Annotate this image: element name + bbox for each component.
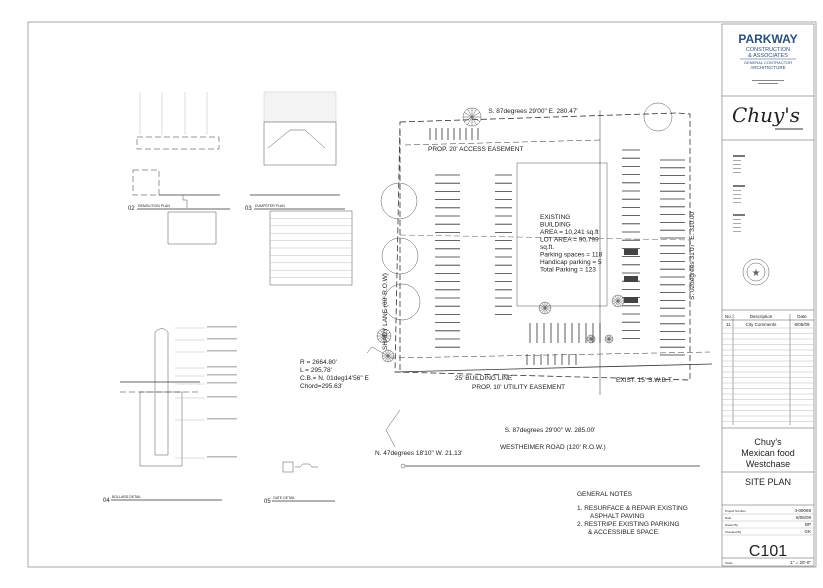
svg-text:11: 11: [726, 322, 731, 327]
svg-text:2. RESTRIPE EXISTING PARKING: 2. RESTRIPE EXISTING PARKING: [577, 521, 679, 528]
svg-text:GENERAL NOTES: GENERAL NOTES: [577, 491, 633, 498]
tree-icon: [538, 301, 552, 315]
sheet-border: [27, 21, 817, 568]
svg-text:PARKWAY: PARKWAY: [738, 32, 797, 46]
building-info-line: Handicap parking = 5: [540, 259, 602, 266]
svg-text:CONSTRUCTION: CONSTRUCTION: [746, 47, 790, 53]
utility-easement-label: PROP. 10' UTILITY EASEMENT: [472, 384, 565, 391]
info-value: GK: [804, 529, 811, 534]
revision-table: No. Description Date 11 City Comments 8/…: [722, 314, 814, 429]
svg-text:8/05/09: 8/05/09: [794, 322, 810, 327]
svg-text:& ASSOCIATES: & ASSOCIATES: [748, 53, 788, 59]
tree-icon: [611, 294, 625, 308]
svg-text:No.: No.: [725, 314, 732, 319]
svg-text:03: 03: [245, 206, 252, 212]
svg-text:GENERAL CONTRACTOR: GENERAL CONTRACTOR: [744, 60, 792, 65]
svg-text:04: 04: [103, 498, 110, 504]
general-notes: GENERAL NOTES 1. RESURFACE & REPAIR EXIS…: [577, 491, 688, 536]
engineer-seal-icon: ★: [742, 258, 770, 286]
west-street-label: SHADY LANE (60' R.O.W): [382, 273, 389, 350]
building-info-line: EXISTING: [540, 214, 570, 221]
tree-icon: [380, 182, 418, 220]
info-label: Checked By: [725, 530, 742, 534]
svg-text:R = 2664.80': R = 2664.80': [300, 359, 337, 366]
access-easement-label: PROP. 20' ACCESS EASEMENT: [428, 146, 523, 153]
property-boundary: [394, 112, 691, 381]
svg-text:DEMOLITION PLAN: DEMOLITION PLAN: [138, 204, 170, 208]
client-logo: Chuy's: [732, 103, 803, 130]
info-label: Date: [725, 516, 732, 520]
svg-text:02: 02: [128, 206, 135, 212]
handicap-spaces: [624, 249, 638, 303]
building-info-line: BUILDING: [540, 222, 571, 229]
project-name: Mexican food: [741, 448, 795, 458]
building-line-label: 25' BUILDING LINE: [455, 375, 513, 382]
south-street-label: WESTHEIMER ROAD (120' R.O.W.): [500, 444, 606, 451]
svg-text:GATE DETAIL: GATE DETAIL: [273, 496, 295, 500]
east-bearing: S. 02degrees 31'07" E. 310.00': [689, 211, 696, 300]
svg-text:City Comments: City Comments: [746, 322, 778, 327]
sheet-number: C101: [749, 543, 787, 560]
svg-text:BOLLARD DETAIL: BOLLARD DETAIL: [112, 495, 141, 499]
tree-icon: [643, 102, 673, 132]
building-info-line: LOT AREA = 90,799: [540, 237, 599, 244]
building-info-line: AREA = 10,241 sq.ft: [540, 229, 599, 236]
tree-icon: [376, 328, 392, 344]
curve-data: R = 2664.80' L = 295.78' C.B.= N. 01deg1…: [300, 359, 369, 390]
svg-text:1. RESURFACE & REPAIR EXISTING: 1. RESURFACE & REPAIR EXISTING: [577, 505, 688, 512]
svg-text:Chuy's: Chuy's: [732, 103, 800, 127]
company-logo: PARKWAY CONSTRUCTION & ASSOCIATES GENERA…: [738, 32, 798, 84]
building-info-line: sq.ft.: [540, 244, 554, 251]
dumpster-plan-detail: 03 DUMPSTER PLAN: [245, 91, 353, 286]
svg-text:Date: Date: [797, 314, 807, 319]
swbt-label: EXIST. 15' S.W.B.T.: [616, 377, 673, 384]
demolition-plan-detail: 02 DEMOLITION PLAN: [128, 92, 230, 245]
info-label: Drawn By: [725, 523, 739, 527]
svg-text:05: 05: [264, 499, 271, 505]
tree-icon: [604, 334, 614, 344]
svg-text:ARCHITECTURE: ARCHITECTURE: [750, 65, 785, 70]
svg-text:C.B.= N. 01deg14'56" E: C.B.= N. 01deg14'56" E: [300, 375, 369, 382]
tree-icon: [383, 283, 421, 321]
info-value: 4-09069: [794, 508, 811, 513]
revision-row: 11 City Comments 8/05/09: [726, 322, 810, 327]
south-bearing: S. 87degrees 29'00" W. 285.00': [505, 427, 596, 434]
info-value: BP: [805, 522, 811, 527]
site-plan: S. 87degrees 29'00" E. 280.47' S. 02degr…: [300, 102, 713, 469]
info-label: Project Number: [725, 509, 746, 513]
bollard-detail: 04 BOLLARD DETAIL: [103, 326, 237, 504]
sheet-title: SITE PLAN: [745, 477, 791, 487]
corner-bearing: N. 47degrees 18'10" W. 21.13': [375, 450, 463, 457]
title-block: PARKWAY CONSTRUCTION & ASSOCIATES GENERA…: [721, 23, 815, 567]
gate-detail: 05 GATE DETAIL: [264, 461, 335, 505]
svg-text:★: ★: [752, 268, 761, 279]
building-info-line: Total Parking = 123: [540, 267, 596, 274]
svg-text:Chord=295.63': Chord=295.63': [300, 383, 343, 390]
info-value: 8/05/09: [796, 515, 812, 520]
existing-building: [516, 162, 608, 307]
svg-text:L = 295.78': L = 295.78': [300, 367, 332, 374]
svg-text:& ACCESSIBLE SPACE.: & ACCESSIBLE SPACE.: [588, 529, 660, 536]
contact-info: [733, 155, 745, 232]
svg-text:ASPHALT PAVING: ASPHALT PAVING: [590, 513, 644, 520]
scale-value: 1" = 20'-0": [790, 560, 811, 565]
tree-icon: [462, 107, 482, 127]
svg-text:DUMPSTER PLAN: DUMPSTER PLAN: [255, 204, 285, 208]
svg-text:Description: Description: [750, 314, 773, 319]
building-info-line: Parking spaces = 118: [540, 252, 603, 259]
north-bearing: S. 87degrees 29'00" E. 280.47': [488, 108, 577, 115]
tree-icon: [586, 334, 596, 344]
project-name: Chuy's: [754, 437, 782, 447]
tree-icon: [381, 237, 419, 275]
scale-label: Scale: [725, 561, 733, 565]
project-name: Westchase: [746, 459, 790, 469]
